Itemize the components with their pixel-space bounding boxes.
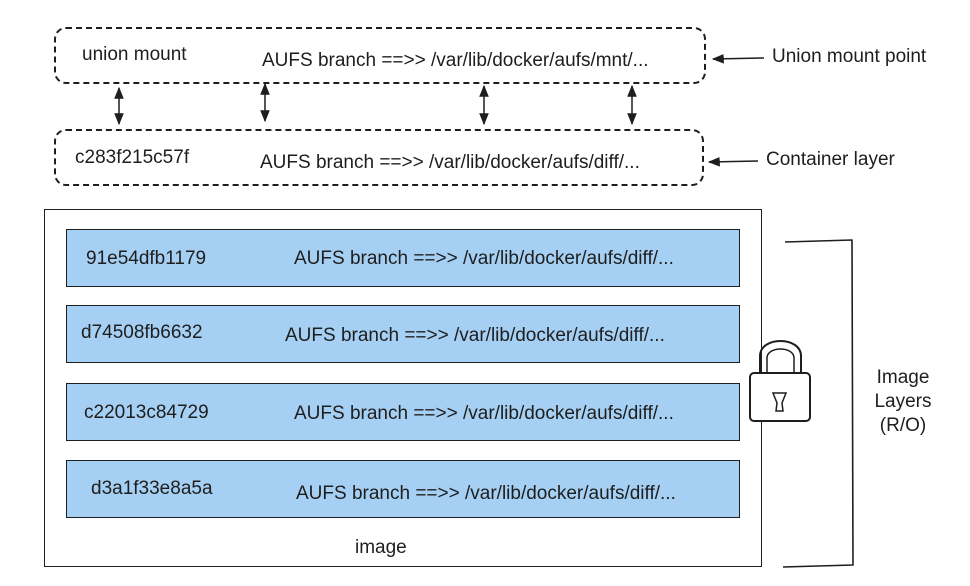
image-layer-branch: AUFS branch ==>> /var/lib/docker/aufs/di… — [294, 403, 674, 424]
image-layers-bracket — [782, 239, 854, 568]
image-layer-3: c22013c84729 AUFS branch ==>> /var/lib/d… — [66, 383, 740, 441]
container-layer-id: c283f215c57f — [75, 147, 190, 168]
image-layer-id: d74508fb6632 — [81, 322, 203, 343]
container-layer-label: Container layer — [766, 149, 895, 170]
container-layer-branch: AUFS branch ==>> /var/lib/docker/aufs/di… — [260, 152, 640, 173]
image-layer-branch: AUFS branch ==>> /var/lib/docker/aufs/di… — [294, 248, 674, 269]
image-layers-label-line2: Layers — [874, 391, 932, 412]
image-layer-4: d3a1f33e8a5a AUFS branch ==>> /var/lib/d… — [66, 460, 740, 518]
image-layers-label: Image Layers (R/O) — [858, 366, 948, 438]
union-mount-point-arrow — [711, 53, 765, 64]
image-layer-id: d3a1f33e8a5a — [91, 478, 213, 499]
image-layer-branch: AUFS branch ==>> /var/lib/docker/aufs/di… — [296, 483, 676, 504]
image-layer-id: c22013c84729 — [84, 402, 209, 423]
union-mount-box — [54, 27, 706, 84]
image-layer-2: d74508fb6632 AUFS branch ==>> /var/lib/d… — [66, 305, 740, 363]
image-layer-1: 91e54dfb1179 AUFS branch ==>> /var/lib/d… — [66, 229, 740, 287]
image-layers-label-line1: Image — [876, 367, 930, 388]
image-layers-label-line3: (R/O) — [879, 415, 927, 436]
container-layer-arrow — [707, 156, 759, 167]
union-mount-point-label: Union mount point — [772, 46, 927, 67]
image-layer-branch: AUFS branch ==>> /var/lib/docker/aufs/di… — [285, 325, 665, 346]
image-label: image — [355, 537, 407, 558]
container-layer-box — [54, 129, 704, 186]
image-layer-id: 91e54dfb1179 — [86, 248, 207, 269]
union-mount-branch: AUFS branch ==>> /var/lib/docker/aufs/mn… — [262, 50, 649, 71]
union-mount-name: union mount — [82, 44, 187, 65]
